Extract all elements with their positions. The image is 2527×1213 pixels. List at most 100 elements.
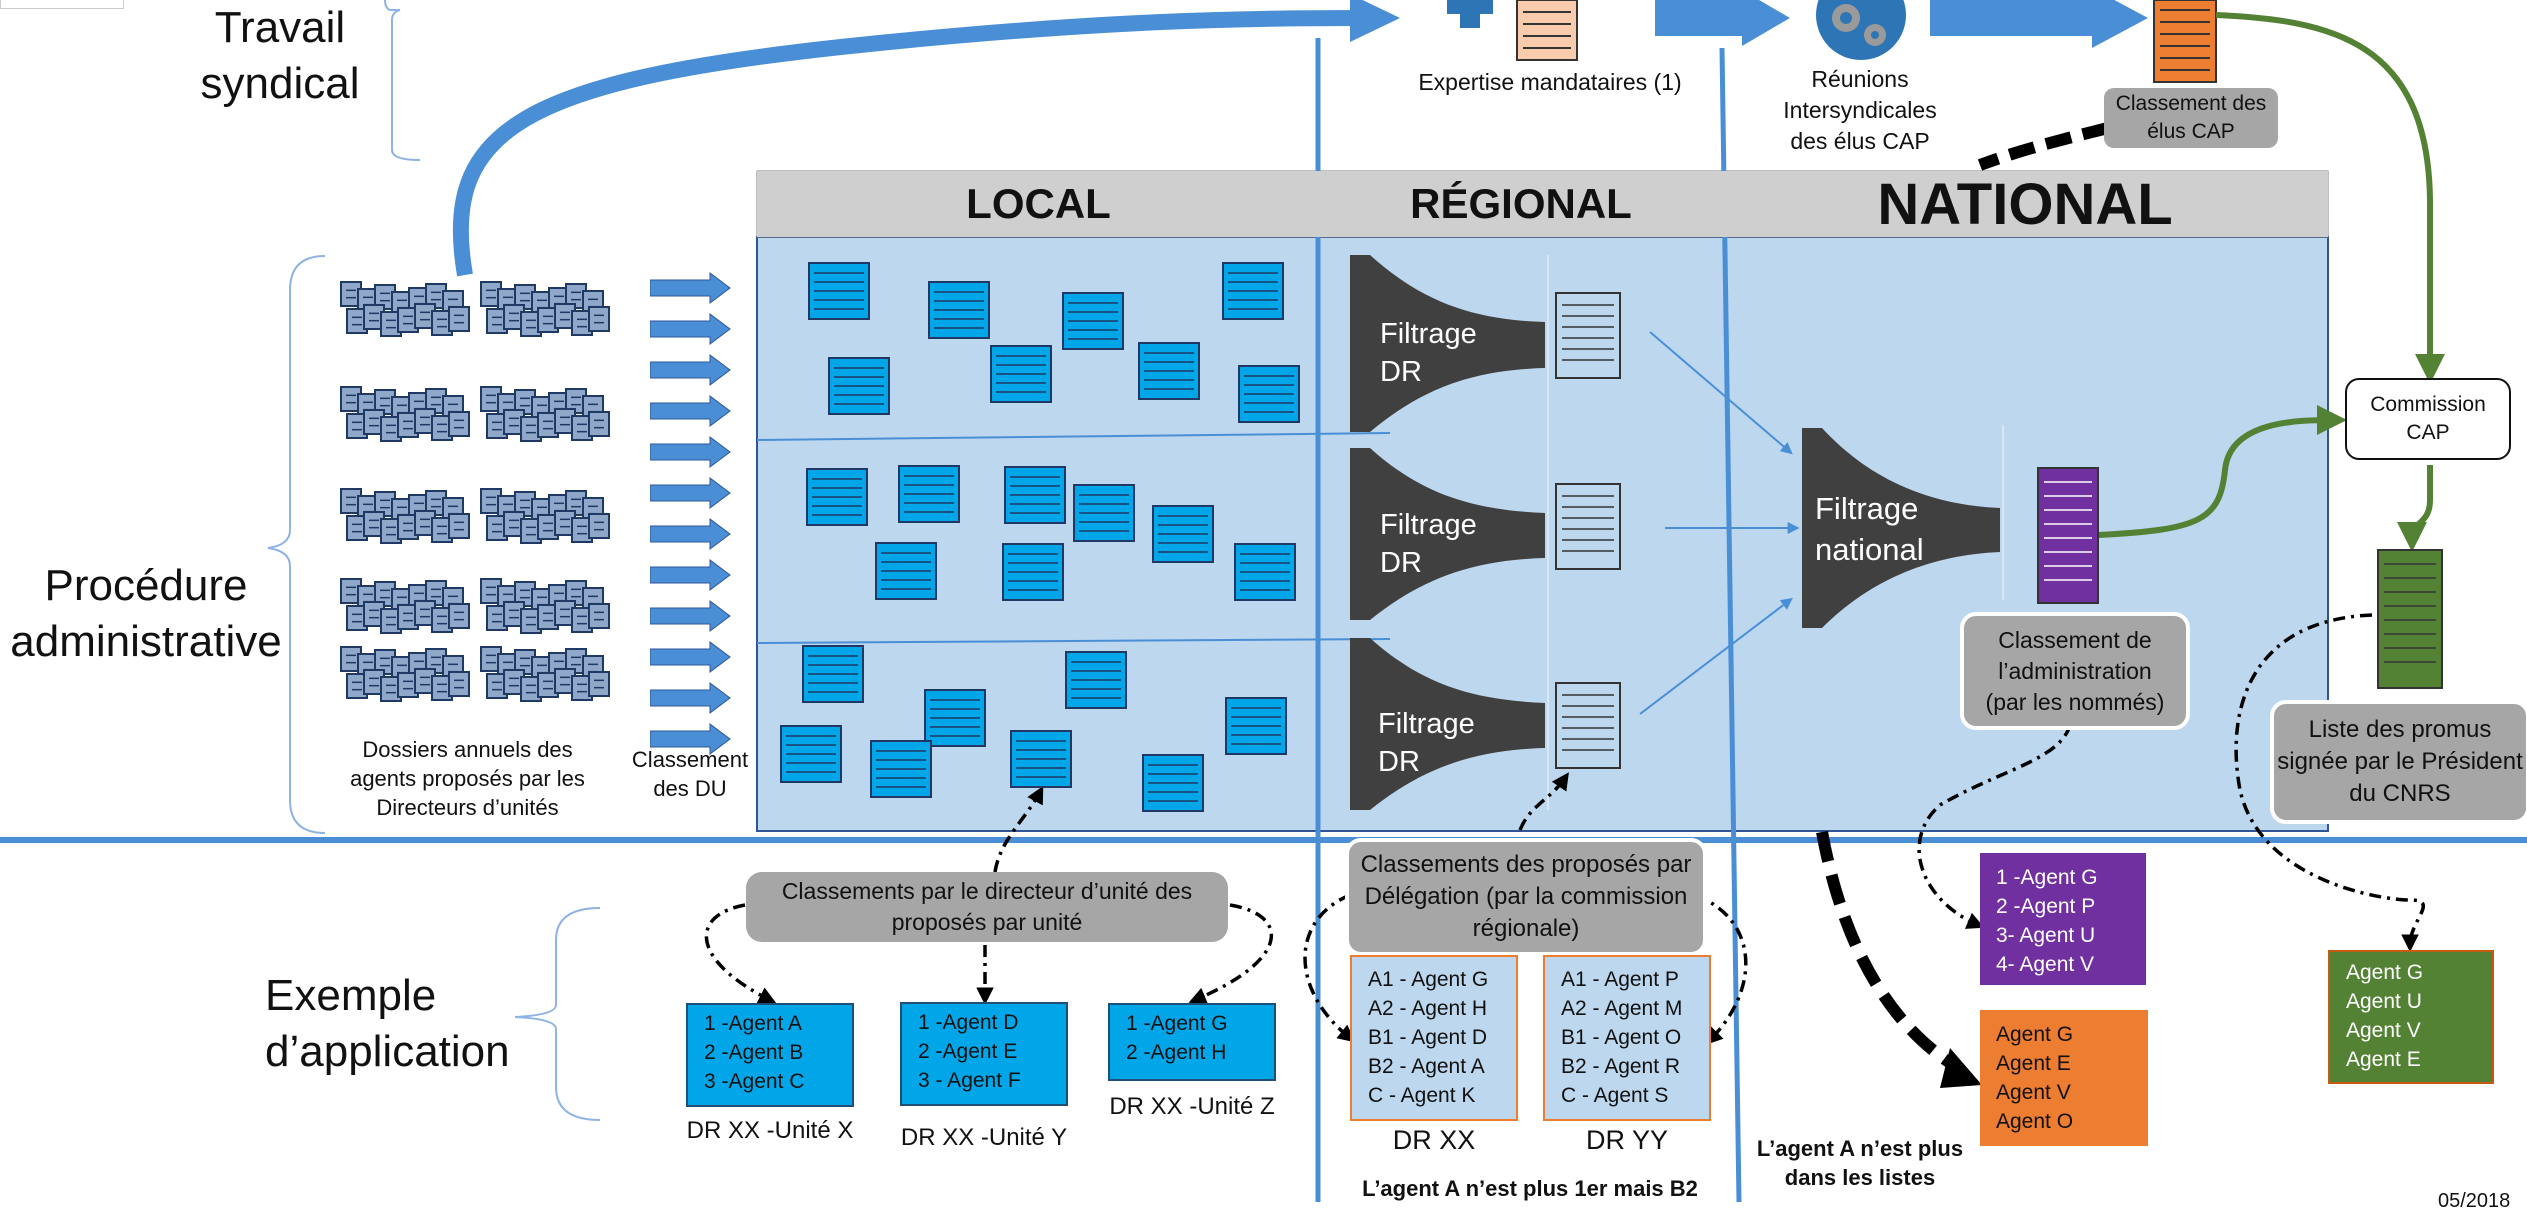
dossier-file-icon	[520, 416, 542, 442]
section-exemple-line2: d’application	[265, 1027, 510, 1076]
reunions-label: Réunions Intersyndicales des élus CAP	[1760, 64, 1960, 157]
commission-cap-box: Commission CAP	[2345, 378, 2511, 460]
dossier-file-icon	[346, 605, 368, 631]
region-header-national: NATIONAL	[1722, 171, 2328, 237]
local-doc-icon	[806, 468, 868, 526]
du-arrow-icon	[650, 518, 731, 550]
liste-promus-line2: signée par le Président	[2277, 748, 2523, 775]
reunions-line3: des élus CAP	[1790, 128, 1930, 154]
dr-xx-label: DR XX	[1392, 1125, 1476, 1155]
green-item: Agent G	[2346, 961, 2424, 984]
local-doc-icon	[1238, 365, 1300, 423]
filtrage-dr-2-line1: Filtrage	[1380, 509, 1477, 541]
dr-yy-item: A2 - Agent M	[1561, 997, 1683, 1020]
dossier-file-icon	[448, 411, 470, 437]
filtrage-dr-1-label: Filtrage DR	[1380, 315, 1477, 391]
note-agent-a-absent: L’agent A n’est plus dans les listes	[1740, 1134, 1980, 1192]
unit-y-item: 3 - Agent F	[918, 1069, 1021, 1092]
local-doc-icon	[870, 740, 932, 798]
local-doc-icon	[898, 465, 960, 523]
note-absent-line1: L’agent A n’est plus	[1756, 1136, 1964, 1161]
green-item: Agent V	[2346, 1019, 2421, 1042]
du-arrow-icon	[650, 682, 731, 714]
unit-x-label: DR XX -Unité X	[686, 1117, 854, 1144]
green-item: Agent E	[2346, 1048, 2421, 1071]
local-doc-icon	[1138, 342, 1200, 400]
dossier-file-icon	[588, 306, 610, 332]
unit-z-label: DR XX -Unité Z	[1109, 1093, 1275, 1120]
gears-icon	[1816, 0, 1906, 60]
unit-z-item: 2 -Agent H	[1126, 1041, 1227, 1064]
dr-yy-list: A1 - Agent P A2 - Agent M B1 - Agent O B…	[1543, 955, 1711, 1121]
classement-du-line1: Classement	[631, 747, 749, 772]
liste-promus-line3: du CNRS	[2349, 780, 2451, 807]
local-doc-icon	[828, 357, 890, 415]
dossier-file-icon	[554, 668, 576, 694]
local-doc-icon	[1004, 466, 1066, 524]
green-list-icon	[2377, 549, 2443, 689]
dossier-file-icon	[588, 671, 610, 697]
local-doc-icon	[1152, 505, 1214, 563]
local-doc-icon	[1062, 292, 1124, 350]
classements-du-line2: proposés par unité	[891, 909, 1083, 935]
dr-xx-list: A1 - Agent G A2 - Agent H B1 - Agent D B…	[1350, 955, 1518, 1121]
dr-yy-item: A1 - Agent P	[1561, 968, 1679, 991]
classements-du-box: Classements par le directeur d’unité des…	[746, 872, 1228, 942]
dr-yy-item: B1 - Agent O	[1561, 1026, 1682, 1049]
reunions-line1: Réunions	[1811, 66, 1909, 92]
dossier-file-icon	[565, 490, 587, 516]
section-procedure-line2: administrative	[10, 617, 282, 666]
classements-du-line1: Classements par le directeur d’unité des	[781, 878, 1193, 904]
commission-line1: Commission	[2370, 393, 2486, 416]
local-doc-icon	[1010, 730, 1072, 788]
green-agent-list: Agent G Agent U Agent V Agent E	[2328, 950, 2494, 1084]
green-item: Agent U	[2346, 990, 2422, 1013]
purple-item: 4- Agent V	[1996, 953, 2095, 976]
filtrage-dr-3-line1: Filtrage	[1378, 708, 1475, 740]
classement-admin-box: Classement de l’administration (par les …	[1960, 612, 2190, 730]
dossier-file-icon	[537, 514, 559, 540]
expert-icon	[1447, 0, 1493, 28]
dossier-file-icon	[448, 513, 470, 539]
local-doc-icon	[1142, 754, 1204, 812]
du-arrow-icon	[650, 559, 731, 591]
local-doc-icon	[928, 281, 990, 339]
dossier-file-icon	[340, 578, 362, 604]
filtrage-national-line1: Filtrage	[1815, 491, 1919, 526]
dossier-file-icon	[346, 673, 368, 699]
orange-item: Agent V	[1996, 1081, 2071, 1104]
local-doc-icon	[1234, 543, 1296, 601]
regional-doc-2-icon	[1555, 483, 1621, 570]
dossier-file-icon	[554, 408, 576, 434]
dossier-file-icon	[537, 604, 559, 630]
du-arrow-icon	[650, 313, 731, 345]
dossier-file-icon	[537, 412, 559, 438]
classement-elus-line1: Classement des	[2115, 92, 2267, 115]
filtrage-dr-3-line2: DR	[1378, 746, 1420, 778]
local-doc-icon	[1002, 543, 1064, 601]
filtrage-dr-3-label: Filtrage DR	[1378, 705, 1475, 781]
classement-du-caption: Classement des DU	[620, 745, 760, 803]
local-doc-icon	[924, 689, 986, 747]
commission-line2: CAP	[2406, 421, 2450, 444]
orange-item: Agent E	[1996, 1052, 2071, 1075]
classement-admin-line1: Classement de	[1998, 626, 2152, 653]
section-travail-line1: Travail	[214, 3, 346, 52]
dossier-file-icon	[520, 518, 542, 544]
classement-admin-line2: l’administration	[1998, 657, 2152, 684]
dossier-file-icon	[448, 603, 470, 629]
dossier-file-icon	[448, 671, 470, 697]
dossier-file-icon	[480, 386, 502, 412]
dossiers-line2: agents proposés par les	[350, 766, 585, 791]
local-doc-icon	[1222, 262, 1284, 320]
expertise-document-icon	[1516, 0, 1578, 61]
dossier-file-icon	[588, 411, 610, 437]
local-doc-icon	[780, 725, 842, 783]
unit-x-item: 2 -Agent B	[704, 1041, 804, 1064]
du-arrow-icon	[650, 436, 731, 468]
dr-yy-label: DR YY	[1585, 1125, 1669, 1155]
purple-agent-list: 1 -Agent G 2 -Agent P 3- Agent U 4- Agen…	[1980, 853, 2146, 985]
dossier-file-icon	[374, 491, 396, 517]
dr-xx-item: B2 - Agent A	[1368, 1055, 1485, 1078]
dossiers-line1: Dossiers annuels des	[362, 737, 573, 762]
